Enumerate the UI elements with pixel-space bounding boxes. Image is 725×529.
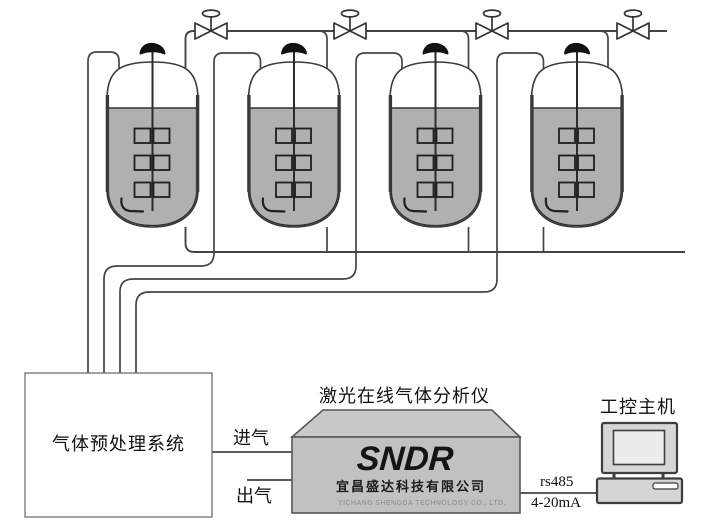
analyzer-front-face <box>291 436 521 514</box>
analog-signal-label: 4-20mA <box>531 495 581 511</box>
disk-slot <box>652 482 679 490</box>
header-drop-vessel4 <box>599 30 609 90</box>
company-name-cn: 宜昌盛达科技有限公司 <box>336 479 487 494</box>
drain-header-pipe <box>184 227 685 253</box>
reactor-vessel-2 <box>246 42 342 229</box>
valve-3 <box>475 9 509 40</box>
reactor-vessel-3 <box>388 42 483 229</box>
sample-line-vessel2 <box>103 52 262 373</box>
control-host-label: 工控主机 <box>600 397 676 417</box>
sample-line-vessel4 <box>135 52 545 373</box>
sample-line-vessel1 <box>87 51 120 373</box>
sample-line-vessel3 <box>119 52 403 373</box>
sndr-logo: SNDR <box>355 440 455 478</box>
analyzer-title: 激光在线气体分析仪 <box>319 386 490 406</box>
valve-2 <box>333 9 367 40</box>
pretreatment-box <box>24 372 213 518</box>
header-drop-vessel3 <box>460 30 470 90</box>
top-header-pipe <box>184 30 667 90</box>
reactor-vessel-1 <box>105 42 200 229</box>
company-name-en: YICHANG SHENGDA TECHNOLOGY CO., LTD. <box>338 500 506 507</box>
control-host-computer <box>595 421 684 505</box>
valve-4 <box>616 9 650 40</box>
rs485-label: rs485 <box>540 474 574 490</box>
header-drop-vessel2 <box>318 30 328 90</box>
pretreatment-label: 气体预处理系统 <box>52 434 185 454</box>
gas-outlet-label: 出气 <box>236 486 272 506</box>
gas-inlet-label: 进气 <box>233 428 269 448</box>
monitor-screen <box>612 429 666 466</box>
valve-1 <box>194 9 228 40</box>
reactor-vessel-4 <box>529 42 625 229</box>
computer-base <box>595 477 684 505</box>
analyzer-top-face <box>289 409 522 438</box>
